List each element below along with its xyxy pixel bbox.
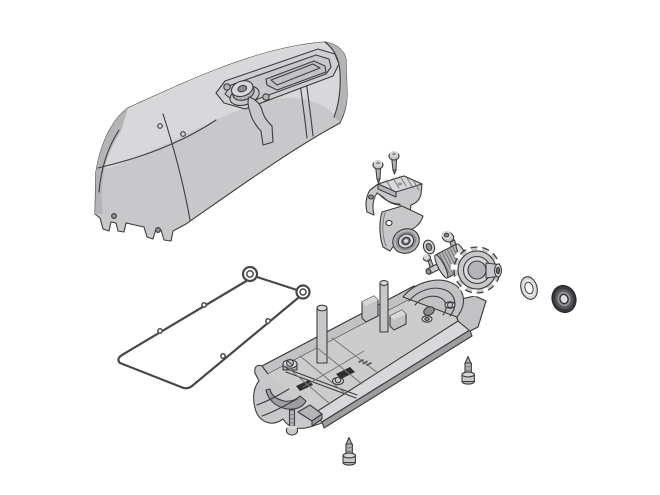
shaft-end (425, 268, 432, 275)
mount-screws (372, 150, 400, 184)
pinion-end-left (434, 254, 449, 279)
shaft-screw-socket (443, 232, 450, 238)
rim-boss-screw (334, 376, 342, 384)
strap-bracket (247, 96, 274, 146)
recess-window (265, 60, 327, 91)
bracket-leg-hole (368, 194, 374, 200)
cover-foot-hole-2 (155, 227, 161, 233)
gasket-tab-1 (201, 302, 207, 308)
cover-panel-seam (162, 113, 191, 221)
cover-left-nose-shade (95, 108, 128, 214)
floor-label-large (336, 367, 355, 379)
washer-hole (524, 281, 534, 295)
cradle-mid-arc (408, 287, 456, 317)
sprocket-inner-ring (467, 260, 487, 280)
base-housing (253, 279, 487, 429)
mount-screw-2-socket (392, 152, 396, 156)
cover-endcap-seam (324, 41, 341, 118)
collar-side-screw-right (262, 93, 270, 101)
recess-window-inner-line (270, 63, 321, 86)
base-floor (268, 294, 458, 414)
end-contour-2 (261, 398, 298, 417)
release-collar (229, 80, 260, 107)
retainer-ring-hole (425, 242, 433, 252)
rear-bearing (551, 284, 577, 314)
gasket-tab-3 (220, 353, 226, 359)
housing-cover (94, 41, 348, 242)
cradle-bore (423, 306, 435, 316)
tapping-screw-2 (342, 436, 356, 466)
plate-edge-line (382, 212, 387, 247)
gasket (117, 265, 311, 390)
floor-rib-1 (285, 365, 331, 405)
cradle-inner-arc (414, 295, 447, 316)
gasket-eyelet-1-hole (246, 270, 254, 278)
end-arch-recess (265, 388, 307, 410)
gasket-loop (117, 278, 300, 390)
gasket-eyelet-2-hole (299, 288, 307, 296)
drive-sprocket (450, 243, 504, 297)
cover-top-hole-1 (157, 123, 163, 129)
interior-wall-2-top (390, 310, 406, 320)
far-boss-screw (446, 301, 454, 309)
bracket-arch-line (379, 194, 401, 205)
cover-foot-hole-1 (111, 213, 117, 219)
set-screw-cap (423, 254, 429, 259)
cross-bar-line-1 (286, 368, 358, 396)
pinion-teeth (438, 246, 465, 276)
retainer-ring (422, 239, 436, 270)
cover-right-endcap-shade (325, 42, 347, 122)
pillar-far (379, 282, 389, 333)
screw-3-head-top (461, 371, 475, 378)
collar-bore (237, 84, 248, 93)
cover-nose-seam (98, 129, 120, 193)
end-contour-1 (256, 388, 290, 406)
front-bearing (392, 228, 420, 254)
bracket-serrations (385, 175, 420, 191)
seal-washer (520, 276, 538, 300)
cover-ridge-line (97, 119, 217, 169)
mount-screw-1-socket (376, 161, 380, 165)
rear-bearing-bore (559, 293, 569, 305)
screw-2-head-top (342, 452, 356, 459)
tapping-screws (285, 355, 475, 466)
mold-marking (358, 359, 372, 366)
floor-rib-4 (331, 337, 379, 374)
cover-top-hole-2 (180, 131, 186, 137)
pillar-far-top (379, 280, 389, 286)
base-front-rim-face (321, 329, 473, 429)
floor-label-small (296, 380, 313, 391)
tapping-screw-1 (285, 409, 299, 436)
screw-1-head-top (286, 425, 298, 430)
sprocket-hub-bore (495, 266, 501, 275)
gasket-tab-4 (265, 318, 271, 324)
screw-1-threads (289, 414, 295, 424)
tapping-screw-3 (461, 355, 475, 385)
gasket-tab-2 (157, 328, 163, 334)
floor-rib-center (302, 350, 365, 388)
interior-wall-1-top (362, 296, 378, 306)
front-bearing-bore-hilite (403, 239, 409, 243)
pillar-near-top (316, 304, 328, 312)
end-foot-face (311, 413, 323, 427)
motor-bracket (365, 175, 423, 216)
collar-side-screw-left (223, 83, 231, 91)
gasket-top-edge (255, 275, 299, 292)
bracket-plate (379, 205, 424, 252)
plate-hole (385, 219, 393, 227)
bracket-front-edge (377, 183, 397, 198)
hole-boss-bore (424, 316, 430, 322)
bracket-plate-hole (398, 182, 402, 186)
corner-boss-screw-slot (286, 360, 294, 366)
